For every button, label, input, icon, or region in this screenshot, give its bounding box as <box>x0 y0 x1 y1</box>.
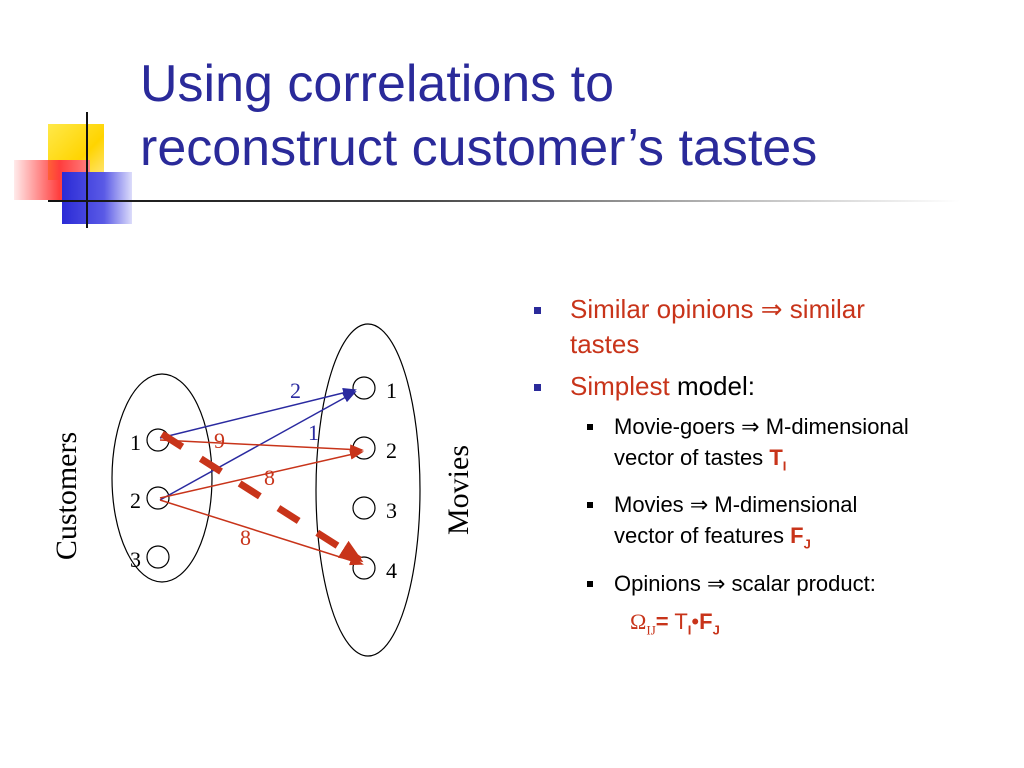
edge-c1-m2 <box>159 439 364 455</box>
formula-f: F <box>699 608 713 634</box>
bullet-text-similar: similar <box>789 294 865 324</box>
edge-c1-m1 <box>159 388 357 439</box>
square-bullet-icon <box>534 307 541 314</box>
slide-title-line-1: Using correlations to <box>140 55 614 113</box>
sub-bullet-text: Movie-goers <box>614 414 736 439</box>
sub-bullet-movies: Movies ⇒ M-dimensional vector of feature… <box>530 489 1010 559</box>
customers-axis-label: Customers <box>50 432 83 560</box>
blue-square-decoration <box>62 172 132 224</box>
dot-operator: • <box>691 608 700 634</box>
edge-weight-c1-m1: 2 <box>290 378 301 403</box>
square-bullet-icon <box>587 502 593 509</box>
features-vector-symbol: FJ <box>790 523 811 552</box>
edge-c2-m1 <box>159 391 357 501</box>
edge-weight-c2-m1: 1 <box>308 420 319 445</box>
customer-node-2 <box>146 486 170 510</box>
movie-node-3 <box>352 496 376 520</box>
formula-t: T <box>674 608 688 634</box>
sub-bullet-line: Movie-goers ⇒ M-dimensional <box>614 411 1010 442</box>
square-bullet-icon <box>587 424 593 430</box>
predicted-edge-c1-m4 <box>160 431 364 563</box>
edge-weight-c2-m2: 8 <box>264 465 275 490</box>
sub-bullet-text: Opinions <box>614 570 701 596</box>
implies-arrow-icon: ⇒ <box>741 414 760 439</box>
sub-bullet-text: vector of features <box>614 523 784 549</box>
omega-symbol: Ω <box>630 608 647 634</box>
customers-group-ellipse <box>111 373 213 583</box>
edge-c2-m4 <box>159 499 364 566</box>
bullet-simplest-model: Simplest model: <box>530 369 1010 403</box>
movie-label-1: 1 <box>386 378 397 403</box>
implies-arrow-icon: ⇒ <box>706 570 726 596</box>
movie-label-3: 3 <box>386 498 397 523</box>
sub-bullet-opinions: Opinions ⇒ scalar product: <box>530 568 1010 599</box>
bullet-text-simplest: Simplest <box>570 371 670 401</box>
title-underline-rule <box>48 200 960 202</box>
sub-bullet-text: Movies <box>614 492 684 518</box>
scalar-product-formula: ΩIJ= TI•FJ <box>530 607 1010 645</box>
bullet-text-tastes: tastes <box>570 329 640 359</box>
sub-bullet-line: vector of features FJ <box>614 520 1010 559</box>
edge-weight-c2-m4: 8 <box>240 525 251 550</box>
bullet-list: Similar opinions ⇒ similar tastes Simple… <box>530 292 1010 645</box>
customer-label-1: 1 <box>130 430 141 455</box>
implies-arrow-icon: ⇒ <box>689 492 709 518</box>
bullet-text-model: model: <box>676 371 755 401</box>
sub-bullet-text: M-dimensional <box>765 414 909 439</box>
customer-label-2: 2 <box>130 488 141 513</box>
sub-bullet-text: M-dimensional <box>714 492 858 518</box>
sub-bullet-line: Movies ⇒ M-dimensional <box>614 489 1010 520</box>
movies-group-ellipse <box>315 323 421 657</box>
square-bullet-icon <box>587 580 593 587</box>
sub-bullet-movie-goers: Movie-goers ⇒ M-dimensional vector of ta… <box>530 411 1010 481</box>
sub-bullet-line: vector of tastes TI <box>614 442 1010 481</box>
formula-t-subscript: I <box>687 622 692 638</box>
movie-node-2 <box>352 436 376 460</box>
implies-arrow-icon: ⇒ <box>760 295 783 324</box>
movie-label-2: 2 <box>386 438 397 463</box>
vertical-rule-decoration <box>86 112 88 228</box>
sub-bullet-text: scalar product: <box>731 570 876 596</box>
edge-c2-m2 <box>159 449 364 499</box>
square-bullet-icon <box>534 384 541 391</box>
equals-sign: = <box>655 608 669 634</box>
slide-title-line-2: reconstruct customer’s tastes <box>140 119 818 177</box>
movies-axis-label: Movies <box>442 445 475 535</box>
slide-title: Using correlations to reconstruct custom… <box>140 52 1000 180</box>
bullet-similar-opinions: Similar opinions ⇒ similar tastes <box>530 292 1010 361</box>
tastes-vector-symbol: TI <box>769 445 787 474</box>
movie-label-4: 4 <box>386 558 397 583</box>
formula-f-subscript: J <box>712 622 720 638</box>
sub-bullet-text: vector of tastes <box>614 445 764 470</box>
sub-bullet-line: Opinions ⇒ scalar product: <box>614 568 1010 599</box>
edge-weight-c1-m2: 9 <box>214 428 225 453</box>
customer-node-3 <box>146 545 170 569</box>
movie-node-1 <box>352 376 376 400</box>
bullet-text-similar-opinions: Similar opinions <box>570 294 754 324</box>
omega-subscript: IJ <box>646 622 656 638</box>
customer-label-3: 3 <box>130 547 141 572</box>
